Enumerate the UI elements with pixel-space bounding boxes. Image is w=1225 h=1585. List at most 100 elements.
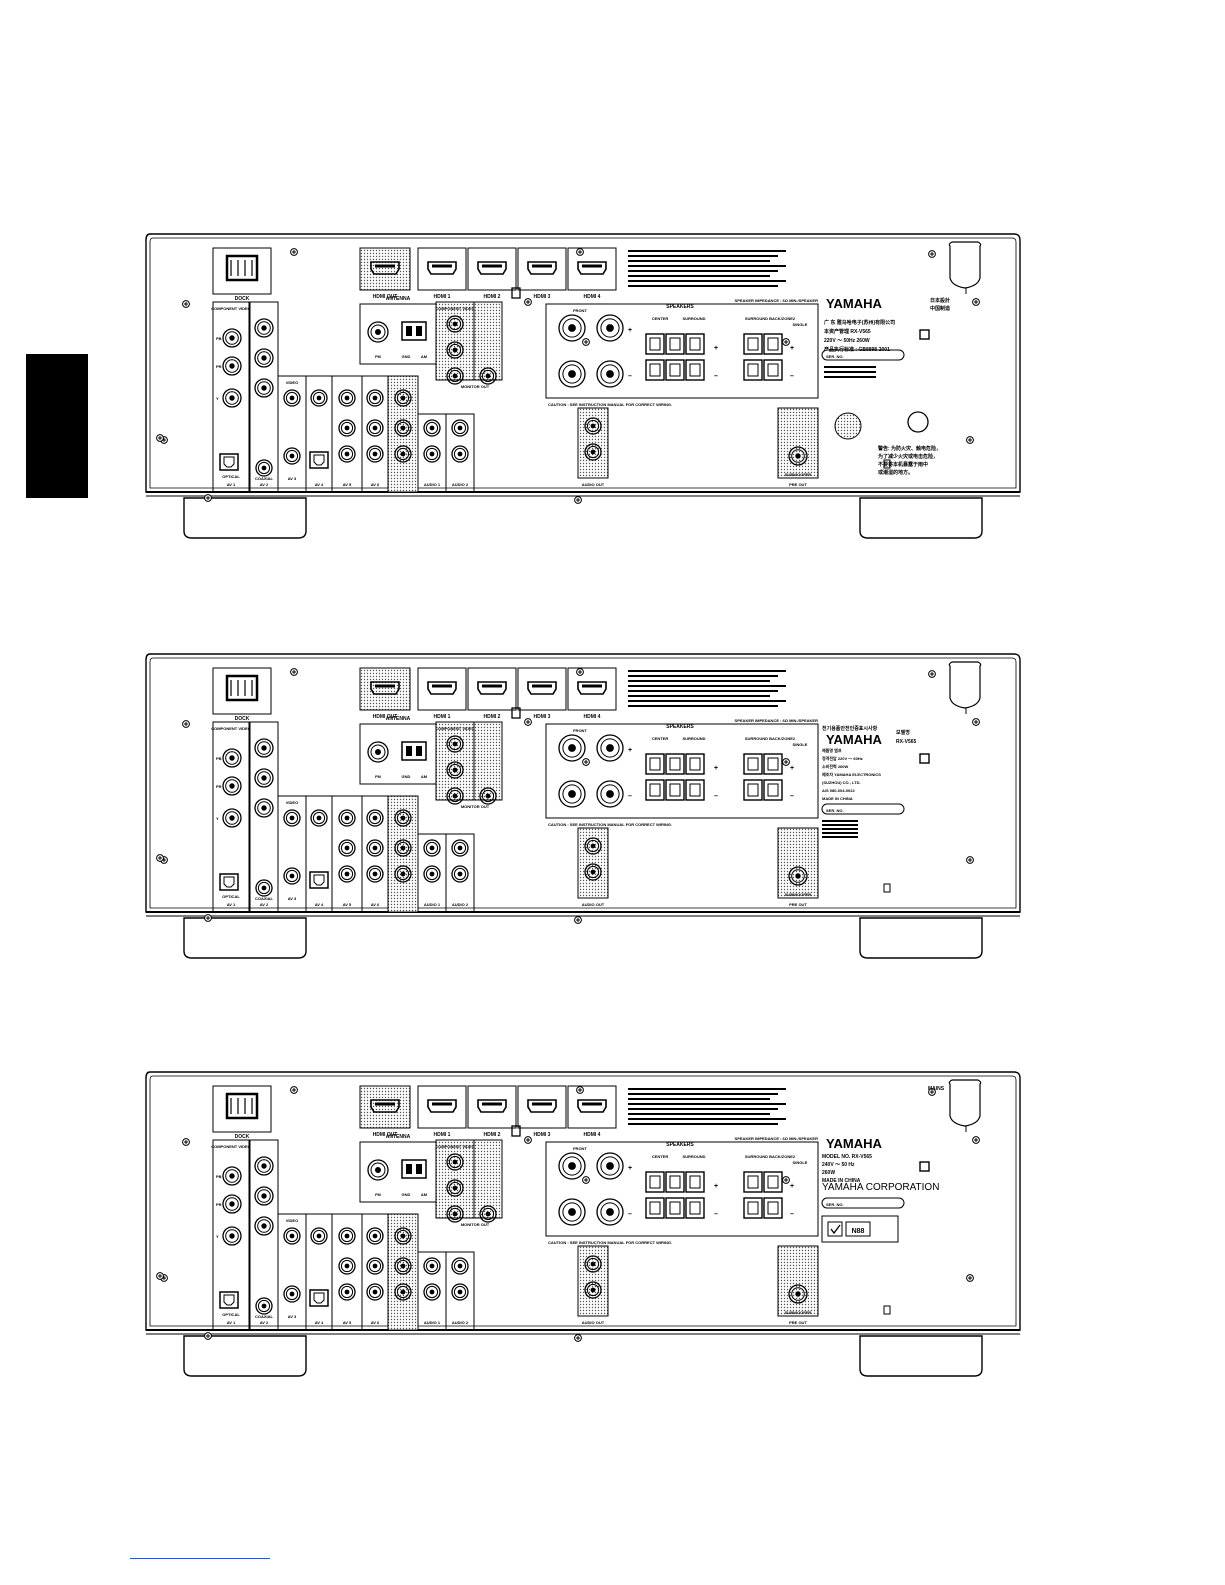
speakers-label: SPEAKERS — [666, 304, 694, 310]
av6-label: AV 6 — [371, 1320, 380, 1325]
label-line-0: MODEL NO. RX-V565 — [822, 1154, 872, 1160]
subwoofer-jack — [788, 866, 808, 886]
surround-back-terminal-2 — [763, 333, 783, 355]
center-surround-terminal-5 — [665, 779, 685, 801]
monitor-out-jack — [446, 787, 464, 805]
av5-jack — [338, 1257, 356, 1275]
surround-label: SURROUND — [682, 736, 705, 741]
av-out-jack — [394, 839, 412, 857]
barcode-line — [824, 366, 876, 368]
hdmi-out-area — [359, 667, 411, 711]
audio1-jack — [423, 839, 441, 857]
av5-jack — [338, 445, 356, 463]
av5-label: AV 5 — [343, 1320, 352, 1325]
label-line-6: MADE IN CHINA — [822, 796, 853, 801]
minus-label: – — [628, 793, 632, 800]
front-speaker-terminal-2 — [596, 314, 624, 342]
power-cord-housing — [948, 1079, 982, 1127]
left-foot — [183, 1335, 307, 1377]
screw-icon — [576, 248, 584, 256]
audio1-label: AUDIO 1 — [424, 1320, 441, 1325]
subwoofer-label: SUBWOOFER — [785, 472, 812, 477]
component-y-label: Y — [216, 1234, 219, 1239]
surround-back-label: SURROUND BACK/ZONE2 — [745, 1154, 796, 1159]
minus-label-2: – — [714, 373, 718, 380]
component-jack — [254, 738, 274, 758]
screw-icon — [966, 856, 974, 864]
am-terminal-icon — [401, 1159, 427, 1179]
fine-print-line — [628, 1088, 786, 1090]
audio2-label: AUDIO 2 — [452, 482, 469, 487]
footer-link-underline — [130, 1558, 270, 1559]
center-surround-terminal-6 — [685, 359, 705, 381]
audio1-jack — [423, 445, 441, 463]
component-pb-label: PB — [216, 1174, 222, 1179]
am-terminal-icon — [401, 321, 427, 341]
audio2-panel — [445, 1251, 475, 1331]
screw-icon — [972, 1136, 980, 1144]
speakers-label: SPEAKERS — [666, 1142, 694, 1148]
fm-label: FM — [375, 1192, 381, 1197]
monitor-out-jack — [446, 367, 464, 385]
center-surround-terminal-6 — [685, 779, 705, 801]
barcode-line — [824, 376, 876, 378]
coaxial-jack — [255, 459, 273, 477]
audio-out-jack — [584, 443, 602, 461]
center-surround-terminal-2 — [665, 1171, 685, 1193]
fine-print-line — [628, 1113, 770, 1115]
model-label: 모델명 — [896, 729, 910, 736]
origin-line: 中国制造 — [930, 305, 951, 312]
video-label: VIDEO — [286, 1218, 298, 1223]
mains-label: MAINS — [928, 1086, 945, 1092]
speakers-panel — [545, 723, 819, 819]
audio-out-jack — [584, 837, 602, 855]
warning-line-0: 警告: 为防火灾、触电危险， — [877, 445, 941, 452]
component-jack — [222, 388, 242, 408]
pre-out-panel — [777, 827, 819, 899]
screw-icon — [966, 1274, 974, 1282]
caution-label: CAUTION : SEE INSTRUCTION MANUAL FOR COR… — [548, 822, 672, 827]
caution-label: CAUTION : SEE INSTRUCTION MANUAL FOR COR… — [548, 402, 672, 407]
av-out-jack — [394, 389, 412, 407]
minus-label-2: – — [714, 793, 718, 800]
surround-back-terminal-1 — [743, 333, 763, 355]
audio1-jack — [423, 1257, 441, 1275]
center-surround-terminal-2 — [665, 753, 685, 775]
video-jack — [310, 809, 328, 827]
fm-label: FM — [375, 774, 381, 779]
av6-jack — [366, 419, 384, 437]
av5-label: AV 5 — [343, 902, 352, 907]
av5-jack — [338, 1227, 356, 1245]
audio-out-panel — [577, 407, 609, 479]
av1-label: AV 1 — [227, 1320, 236, 1325]
av1-component-panel — [212, 721, 250, 913]
video-jack — [283, 389, 301, 407]
optical-label: OPTICAL — [222, 474, 240, 479]
hdmi-in-port-icon-3 — [527, 261, 557, 275]
audio2-jack — [451, 839, 469, 857]
center-surround-terminal-1 — [645, 333, 665, 355]
right-foot — [859, 1335, 983, 1377]
label-line-2: 소비전력 260W — [822, 763, 849, 769]
right-foot — [859, 917, 983, 959]
plus-label: + — [628, 327, 632, 334]
coaxial-jack — [255, 1297, 273, 1315]
hdmi-in-frame-2 — [467, 1085, 517, 1129]
av5-jack — [338, 839, 356, 857]
surround-label: SURROUND — [682, 1154, 705, 1159]
screw-icon — [972, 718, 980, 726]
antenna-label: ANTENNA — [386, 296, 411, 302]
video-jack — [310, 389, 328, 407]
av6-label: AV 6 — [371, 902, 380, 907]
av4-label: AV 4 — [315, 1320, 324, 1325]
plus-label-3: + — [790, 345, 794, 352]
center-surround-terminal-3 — [685, 1171, 705, 1193]
ground-icon — [883, 459, 891, 469]
screw-icon — [574, 1334, 582, 1342]
front-speaker-terminal-2 — [596, 734, 624, 762]
monitor-video-panel — [473, 1139, 503, 1219]
front-speaker-terminal-3 — [558, 780, 586, 808]
audio-out-jack — [584, 417, 602, 435]
fine-print-line — [628, 255, 778, 257]
